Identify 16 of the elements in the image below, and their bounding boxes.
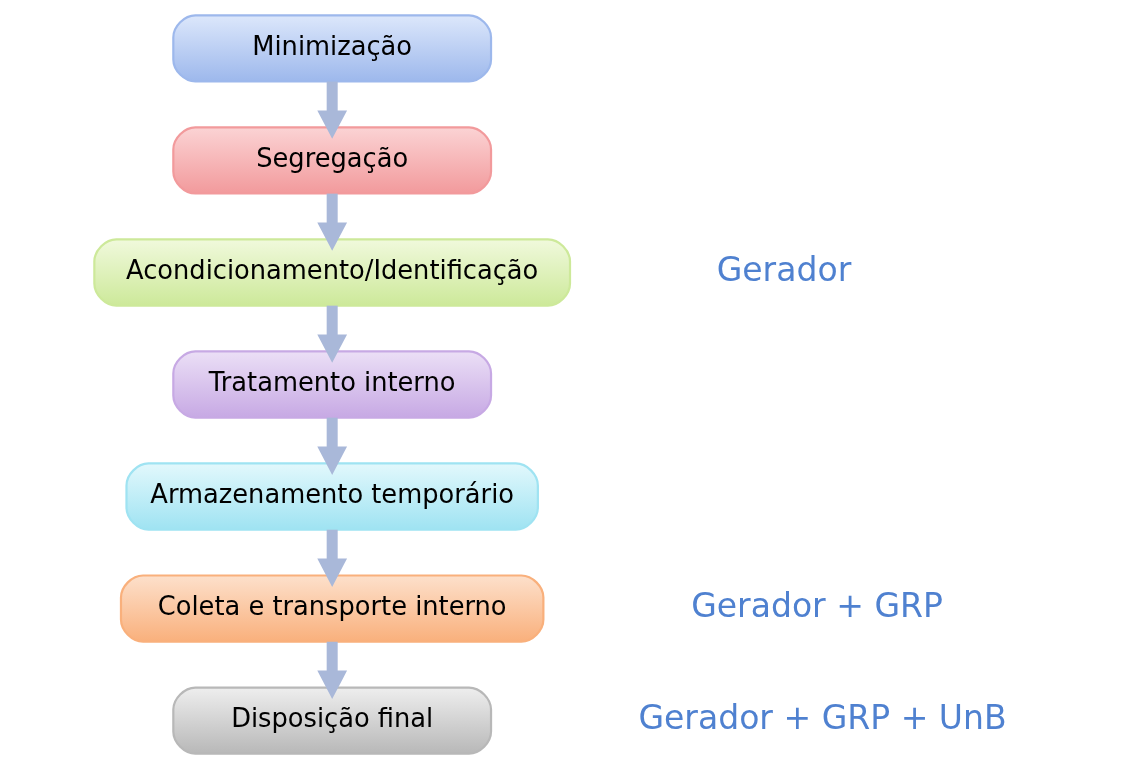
node-box: Coleta e transporte interno	[119, 574, 545, 643]
node-box: Minimização	[172, 14, 493, 83]
arrow	[317, 193, 348, 251]
arrow	[317, 81, 348, 139]
label: Gerador + GRP + UnB	[638, 697, 1007, 737]
node-box: Tratamento interno	[172, 350, 493, 419]
arrow	[317, 305, 348, 363]
node-box: Segregação	[172, 126, 493, 195]
node-box: Armazenamento temporário	[125, 462, 539, 531]
label: Gerador	[716, 249, 852, 289]
arrow	[317, 641, 348, 699]
node-box: Disposição final	[172, 686, 493, 755]
arrow	[317, 529, 348, 587]
label: Gerador + GRP	[691, 585, 943, 625]
arrow	[317, 417, 348, 475]
node-box: Acondicionamento/Identificação	[93, 238, 572, 307]
